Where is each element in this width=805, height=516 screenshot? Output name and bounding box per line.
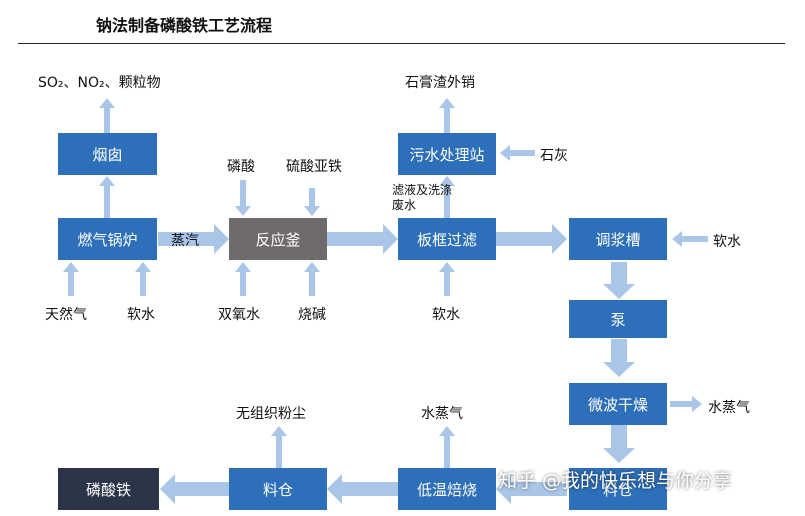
filtrate-label: 滤液及洗涤废水 <box>392 183 453 212</box>
arrow-hopper-dust <box>271 426 287 468</box>
arrow-pump-dryer <box>603 339 635 377</box>
steam-label: 蒸汽 <box>171 233 199 249</box>
right-hopper-box: 料仓 <box>569 468 667 510</box>
slurry-tank-box: 调浆槽 <box>569 218 667 260</box>
ferrous-sulfate-label: 硫酸亚铁 <box>286 159 342 175</box>
arrow-caustic-reactor <box>304 262 320 296</box>
diagram-title: 钠法制备磷酸铁工艺流程 <box>96 16 273 35</box>
phosphoric-acid-label: 磷酸 <box>227 159 255 175</box>
arrow-dryer-vapor <box>670 396 702 412</box>
arrow-phosphoric-reactor <box>235 180 251 216</box>
soft-water-label-2: 软水 <box>432 307 460 323</box>
product-box: 磷酸铁 <box>58 468 159 510</box>
vapor-label-2: 水蒸气 <box>421 406 463 422</box>
pump-box: 泵 <box>569 300 667 338</box>
arrow-h2o2-reactor <box>235 262 251 296</box>
dust-label: 无组织粉尘 <box>236 406 306 422</box>
arrow-hopper-product <box>160 474 229 504</box>
hopper-box: 料仓 <box>229 468 327 510</box>
arrow-wastewater-gypsum <box>439 98 455 133</box>
arrow-furnace-reactor <box>158 224 229 254</box>
arrow-dryer-hopper <box>603 425 635 463</box>
lime-label: 石灰 <box>540 148 568 164</box>
arrow-softwater-furnace <box>135 262 151 296</box>
title-underline <box>18 43 785 44</box>
arrow-naturalgas-furnace <box>63 262 79 296</box>
vapor-label-1: 水蒸气 <box>708 400 750 416</box>
caustic-soda-label: 烧碱 <box>298 307 326 323</box>
arrow-hopper-calciner <box>496 474 567 504</box>
soft-water-label-1: 软水 <box>127 307 155 323</box>
emissions-label: SO₂、NO₂、颗粒物 <box>38 75 161 91</box>
natural-gas-label: 天然气 <box>45 307 87 323</box>
chimney-box: 烟囱 <box>58 133 157 175</box>
gypsum-slag-label: 石膏渣外销 <box>405 75 475 91</box>
watermark: 知乎 @我的快乐想与你分享 <box>498 470 733 492</box>
filter-press-box: 板框过滤 <box>398 218 496 260</box>
arrow-softwater-filter <box>439 262 455 296</box>
furnace-box: 燃气锅炉 <box>58 218 157 260</box>
arrow-chimney-emissions <box>99 98 115 133</box>
hydrogen-peroxide-label: 双氧水 <box>218 307 260 323</box>
arrow-filter-slurry <box>496 224 567 254</box>
arrow-calciner-vapor <box>439 426 455 468</box>
arrow-calciner-hopper <box>327 474 398 504</box>
arrow-furnace-chimney <box>99 176 115 218</box>
arrow-slurry-pump <box>603 262 635 299</box>
reactor-box: 反应釜 <box>229 218 327 260</box>
soft-water-label-3: 软水 <box>713 234 741 250</box>
calciner-box: 低温焙烧 <box>398 468 496 510</box>
arrow-ferrous-reactor <box>304 188 320 216</box>
arrow-reactor-filter <box>327 224 398 254</box>
wastewater-box: 污水处理站 <box>398 133 496 175</box>
microwave-dryer-box: 微波干燥 <box>569 383 667 425</box>
arrow-lime-wastewater <box>500 145 535 161</box>
arrow-softwater-slurry <box>672 231 708 247</box>
arrow-filter-wastewater <box>439 176 455 218</box>
